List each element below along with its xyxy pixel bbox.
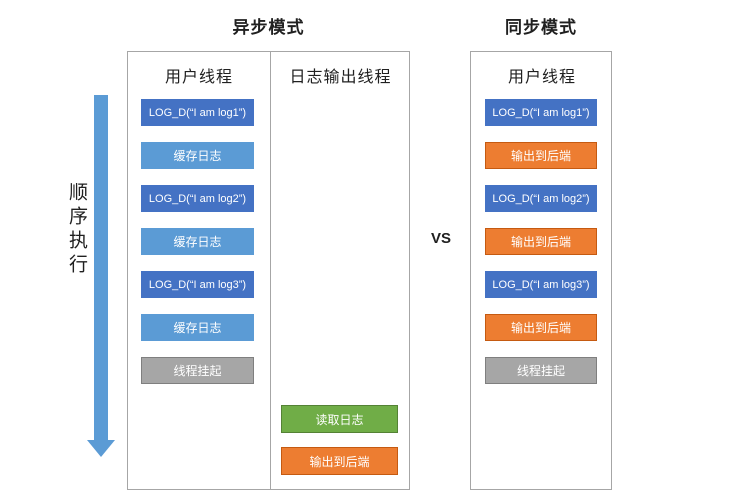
sequence-execution-label: 顺序执行 — [66, 182, 88, 278]
log-call-box: LOG_D(“I am log1”) — [485, 99, 597, 126]
cache-log-box: 缓存日志 — [141, 228, 254, 255]
cache-log-box: 缓存日志 — [141, 314, 254, 341]
log-call-box: LOG_D(“I am log2”) — [141, 185, 254, 212]
log-output-thread-header: 日志输出线程 — [289, 67, 392, 86]
vs-label: VS — [430, 230, 451, 247]
sync-user-thread-flow: LOG_D(“I am log1”) 输出到后端 LOG_D(“I am log… — [485, 99, 597, 384]
async-user-thread-flow: LOG_D(“I am log1”) 缓存日志 LOG_D(“I am log2… — [141, 99, 254, 384]
down-arrow-icon — [94, 95, 108, 440]
down-arrow-head-icon — [87, 440, 115, 457]
cache-log-box: 缓存日志 — [141, 142, 254, 169]
output-to-backend-box: 输出到后端 — [281, 447, 398, 475]
column-divider — [270, 52, 271, 489]
read-log-box: 读取日志 — [281, 405, 398, 433]
sync-mode-title: 同步模式 — [505, 18, 577, 38]
output-to-backend-box: 输出到后端 — [485, 228, 597, 255]
async-mode-title: 异步模式 — [232, 18, 305, 38]
log-call-box: LOG_D(“I am log3”) — [141, 271, 254, 298]
async-output-thread-flow: 读取日志 输出到后端 — [281, 405, 398, 475]
user-thread-header: 用户线程 — [164, 67, 233, 86]
output-to-backend-box: 输出到后端 — [485, 314, 597, 341]
thread-suspend-box: 线程挂起 — [141, 357, 254, 384]
log-call-box: LOG_D(“I am log2”) — [485, 185, 597, 212]
user-thread-header: 用户线程 — [507, 67, 576, 86]
log-call-box: LOG_D(“I am log3”) — [485, 271, 597, 298]
output-to-backend-box: 输出到后端 — [485, 142, 597, 169]
log-call-box: LOG_D(“I am log1”) — [141, 99, 254, 126]
thread-suspend-box: 线程挂起 — [485, 357, 597, 384]
